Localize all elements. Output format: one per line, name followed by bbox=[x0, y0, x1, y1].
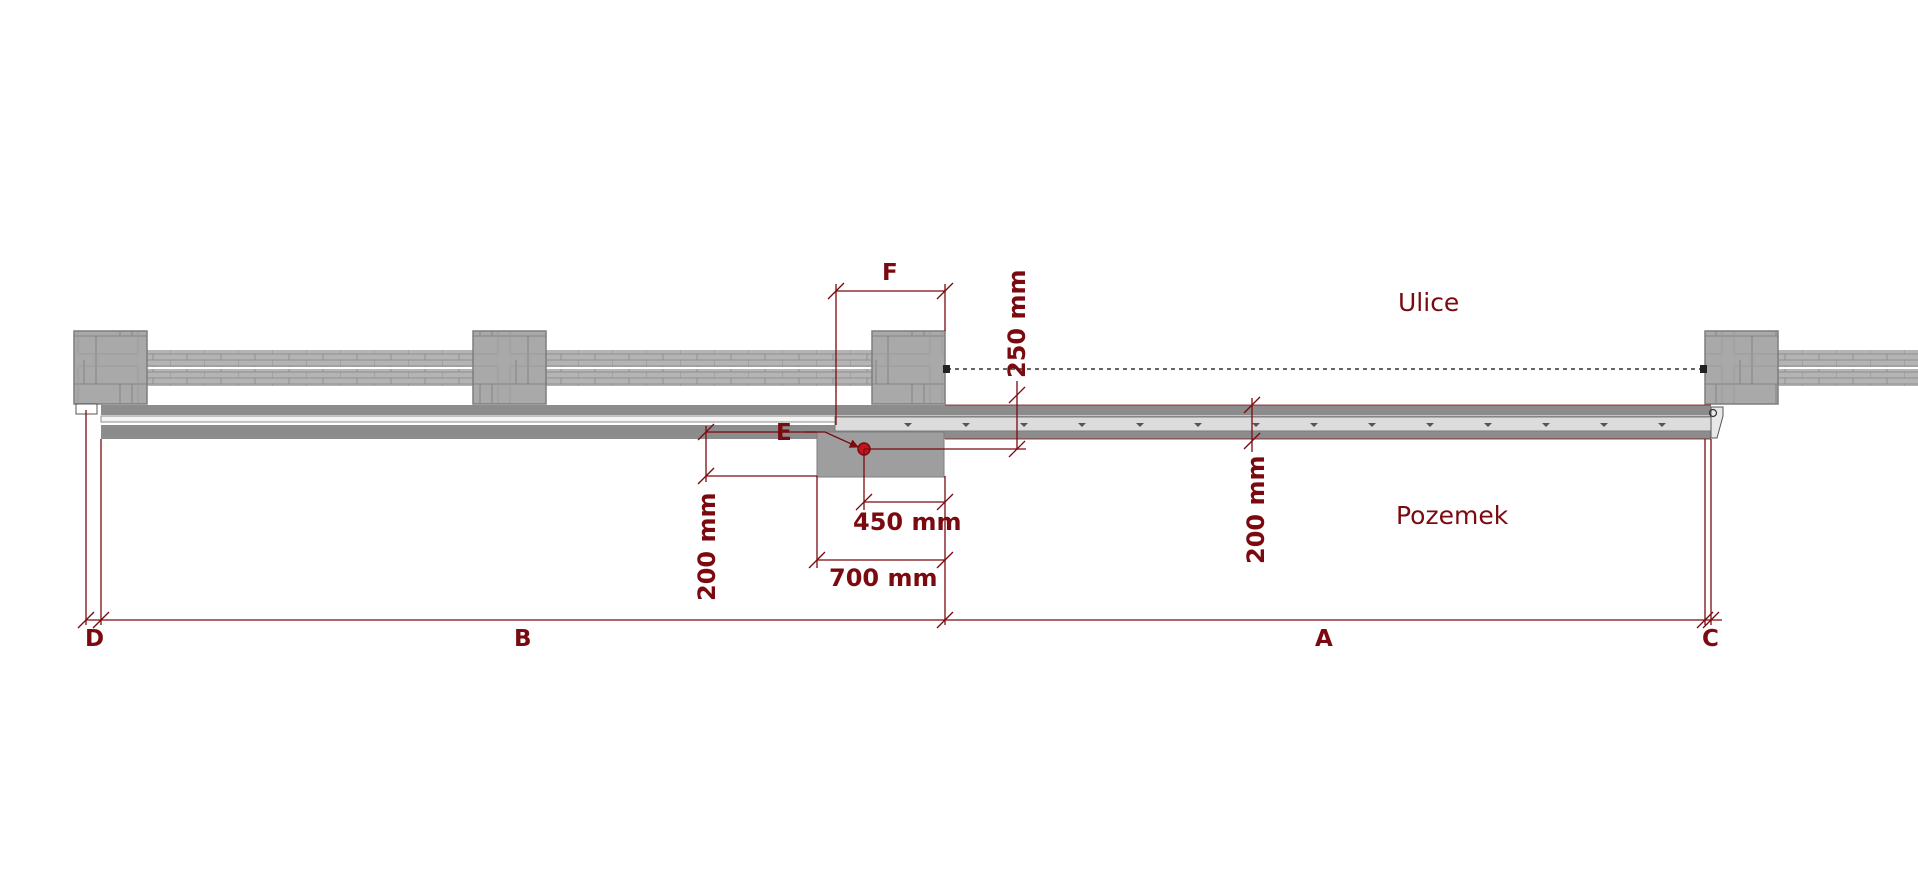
dimension-lines bbox=[77, 282, 1722, 629]
fence-wall bbox=[146, 350, 1918, 386]
pillar bbox=[871, 330, 946, 405]
dimension-450mm: 450 mm bbox=[853, 508, 962, 536]
label-b: B bbox=[514, 626, 532, 652]
fence-pillars bbox=[73, 330, 1779, 405]
pillar bbox=[1704, 330, 1779, 405]
gate-track-upper bbox=[101, 405, 1711, 415]
street-label: Ulice bbox=[1398, 288, 1460, 317]
pillar bbox=[472, 330, 547, 405]
dimension-250mm: 250 mm bbox=[1003, 269, 1031, 378]
dimension-200mm-left: 200 mm bbox=[693, 492, 721, 601]
label-f: F bbox=[882, 260, 898, 286]
label-c: C bbox=[1702, 626, 1719, 652]
motor-foundation bbox=[816, 431, 945, 478]
sliding-gate bbox=[75, 403, 1724, 439]
label-d: D bbox=[85, 626, 105, 652]
dimension-200mm-right: 200 mm bbox=[1242, 455, 1270, 564]
pillar bbox=[73, 330, 148, 405]
label-e: E bbox=[776, 420, 792, 446]
dimension-700mm: 700 mm bbox=[829, 564, 938, 592]
label-a: A bbox=[1315, 626, 1333, 652]
property-label: Pozemek bbox=[1396, 501, 1509, 530]
gate-catch bbox=[1710, 406, 1724, 439]
